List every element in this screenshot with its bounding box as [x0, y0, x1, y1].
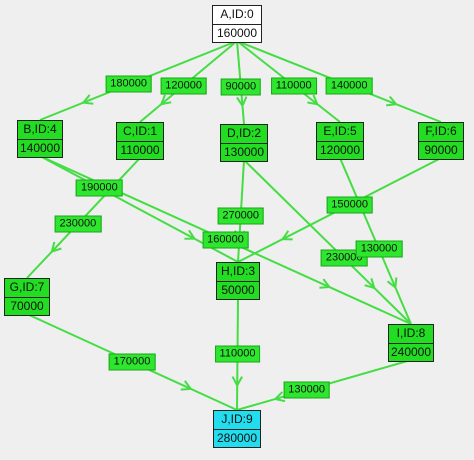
node-label: C,ID:1 — [117, 123, 163, 142]
arrowhead-A-D — [236, 96, 248, 108]
node-value: 120000 — [319, 143, 361, 157]
edge-label-A-F: 140000 — [325, 77, 373, 95]
edge-label-D-H: 270000 — [217, 207, 265, 225]
node-value: 280000 — [216, 431, 258, 445]
edge-label-I-J: 130000 — [283, 381, 330, 399]
arrowhead-A-B — [81, 94, 94, 105]
node-value: 50000 — [221, 283, 255, 297]
node-value: 90000 — [424, 143, 458, 157]
arrowhead-H-J — [231, 376, 243, 388]
edge-label-A-D: 90000 — [220, 78, 262, 96]
node-value: 240000 — [390, 345, 432, 359]
arrowhead-A-C — [159, 94, 172, 106]
arrowhead-D-I — [364, 278, 376, 290]
node-value: 140000 — [19, 141, 61, 155]
edge-label-A-C: 120000 — [160, 77, 207, 95]
arrowhead-A-E — [307, 94, 319, 106]
node-label: J,ID:9 — [214, 411, 260, 430]
node-label: H,ID:3 — [217, 263, 259, 282]
edge-label-C-G: 230000 — [54, 215, 102, 233]
node-label: F,ID:6 — [419, 123, 463, 142]
edge-label-G-J: 170000 — [108, 353, 156, 371]
edge-D-I — [243, 159, 412, 325]
node-label: A,ID:0 — [213, 6, 261, 25]
node-label: D,ID:2 — [221, 125, 267, 144]
node-label: B,ID:4 — [18, 121, 62, 140]
arrowhead-I-J — [273, 391, 286, 403]
arrowhead-B-H — [184, 229, 197, 240]
node-label: G,ID:7 — [5, 279, 49, 298]
node-value: 70000 — [10, 299, 44, 313]
arrowhead-F-H — [280, 230, 293, 241]
arrowhead-G-J — [180, 380, 193, 391]
node-label: I,ID:8 — [389, 325, 433, 344]
arrowhead-C-G — [50, 241, 62, 254]
arrowhead-E-I — [386, 277, 398, 290]
node-value: 160000 — [216, 26, 258, 40]
edge-label-F-H: 150000 — [326, 196, 373, 214]
edge-label-E-I: 130000 — [355, 240, 403, 258]
arrowhead-A-F — [386, 95, 399, 107]
edge-label-B-I: 160000 — [202, 231, 249, 249]
node-label: E,ID:5 — [317, 123, 363, 142]
edge-label-A-E: 110000 — [270, 77, 317, 95]
node-value: 130000 — [223, 145, 265, 159]
node-value: 110000 — [120, 143, 160, 157]
edge-label-A-B: 180000 — [105, 75, 152, 93]
edge-label-B-H: 190000 — [76, 179, 123, 197]
arrowhead-B-I — [319, 278, 332, 289]
edge-label-H-J: 110000 — [214, 345, 261, 363]
